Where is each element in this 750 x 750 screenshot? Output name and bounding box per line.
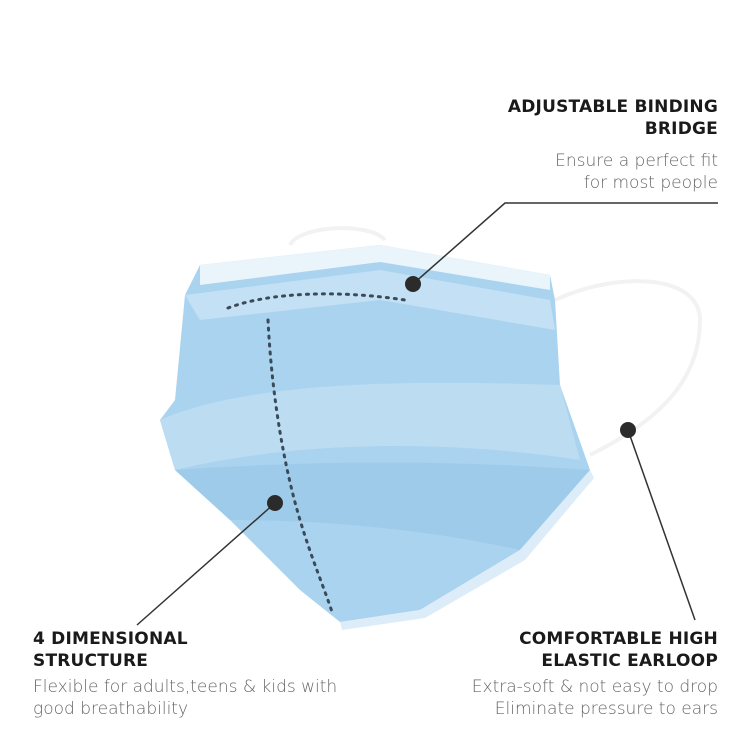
structure-description: Flexible for adults,teens & kids with go… <box>33 676 337 720</box>
bridge-description: Ensure a perfect fit for most people <box>555 150 718 194</box>
structure-leader-line <box>136 502 276 626</box>
structure-desc-line1: Flexible for adults,teens & kids with <box>33 677 338 697</box>
earloop-title-line2: ELASTIC EARLOOP <box>541 651 718 671</box>
bridge-title: ADJUSTABLE BINDING BRIDGE <box>508 96 718 140</box>
earloop-leader-line <box>627 429 696 621</box>
callout-lines <box>136 202 718 626</box>
bridge-leader-line <box>412 202 718 285</box>
bridge-desc-line1: Ensure a perfect fit <box>555 151 718 171</box>
bridge-title-line2: BRIDGE <box>644 119 718 139</box>
bridge-title-line1: ADJUSTABLE BINDING <box>507 97 718 117</box>
structure-title: 4 DIMENSIONAL STRUCTURE <box>33 628 188 672</box>
earloop-description: Extra-soft & not easy to drop Eliminate … <box>472 676 718 720</box>
earloop-marker-dot <box>620 422 636 438</box>
earloop-title-line1: COMFORTABLE HIGH <box>519 629 718 649</box>
seam-dotted-lines <box>226 292 407 614</box>
structure-title-line1: 4 DIMENSIONAL <box>33 629 188 649</box>
earloop-title: COMFORTABLE HIGH ELASTIC EARLOOP <box>519 628 718 672</box>
earloops <box>288 226 703 457</box>
structure-marker-dot <box>267 495 283 511</box>
structure-desc-line2: good breathability <box>33 699 189 719</box>
earloop-desc-line1: Extra-soft & not easy to drop <box>471 677 718 697</box>
bridge-marker-dot <box>405 276 421 292</box>
mask-body <box>160 245 594 630</box>
earloop-desc-line2: Eliminate pressure to ears <box>494 699 718 719</box>
structure-title-line2: STRUCTURE <box>33 651 149 671</box>
bridge-desc-line2: for most people <box>583 173 718 193</box>
